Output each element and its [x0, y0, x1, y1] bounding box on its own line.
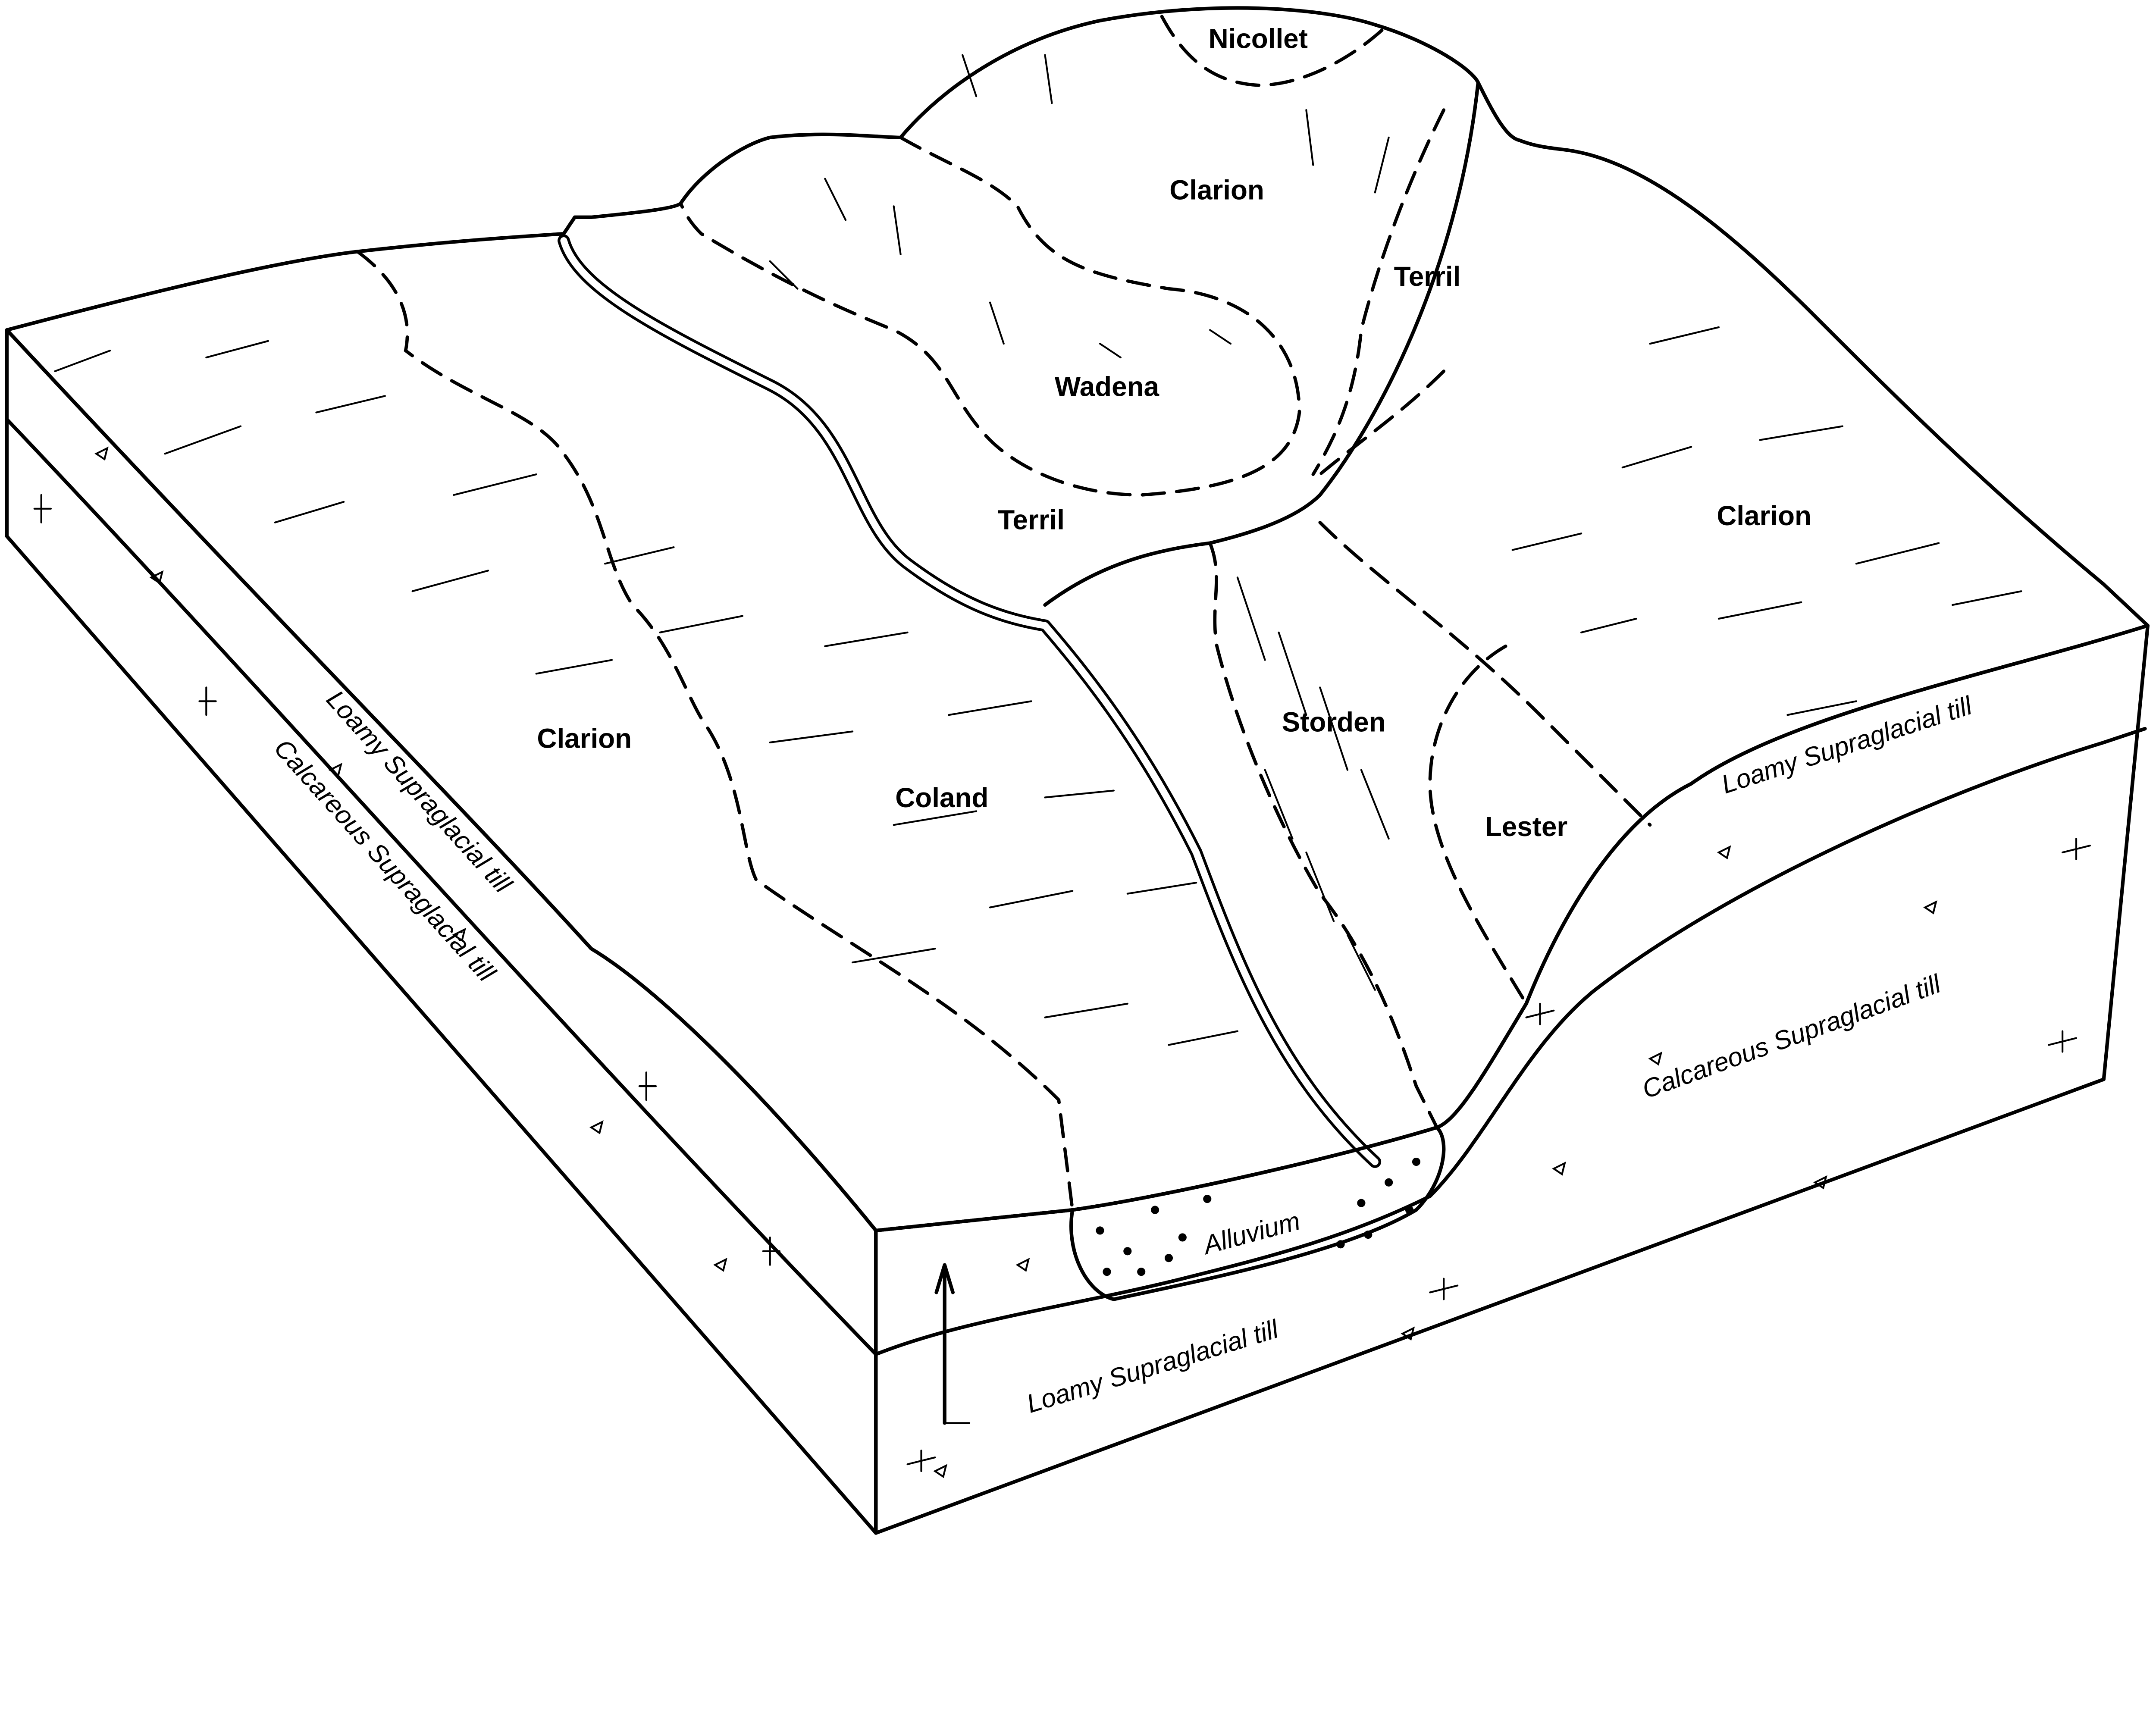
label-lester: Lester [1485, 811, 1567, 842]
label-clarion-right: Clarion [1717, 500, 1811, 531]
label-terril-upper: Terril [1394, 261, 1461, 292]
slope-hachures [54, 54, 2022, 1046]
label-storden: Storden [1282, 706, 1386, 737]
front-layer-boundary [874, 727, 2147, 1356]
stream-channel [558, 234, 1382, 1168]
label-terril-lower: Terril [998, 504, 1065, 536]
soil-block-diagram: Nicollet Clarion Terril Wadena Terril Cl… [5, 6, 2150, 1535]
ridge-edge [1043, 81, 1480, 607]
label-clarion-top: Clarion [1169, 174, 1264, 205]
left-layer-boundary [5, 417, 878, 1356]
soil-boundaries [356, 15, 1652, 1212]
thickness-arrow [934, 1263, 955, 1425]
label-front-loamy-till: Loamy Supraglacial till [1023, 1314, 1282, 1419]
label-right-calcareous-till: Calcareous Supraglacial till [1638, 968, 1945, 1104]
label-nicollet: Nicollet [1209, 23, 1308, 54]
diagram-canvas: Nicollet Clarion Terril Wadena Terril Cl… [5, 6, 2150, 1535]
till-texture [33, 446, 2091, 1478]
label-coland: Coland [895, 782, 988, 813]
label-wadena: Wadena [1055, 371, 1159, 402]
label-right-loamy-till: Loamy Supraglacial till [1718, 690, 1976, 799]
top-surface-outline [5, 6, 2150, 1233]
label-clarion-left: Clarion [537, 723, 632, 754]
alluvium-deposit [1069, 1125, 1446, 1301]
